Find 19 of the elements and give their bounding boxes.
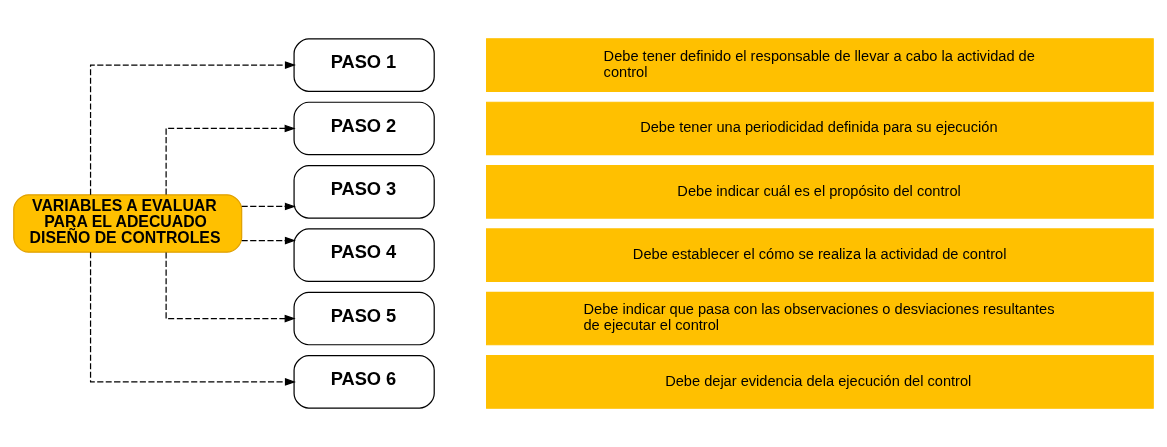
arrow [241, 236, 296, 245]
arrow [89, 61, 296, 196]
node-box: Debe tener una periodicidad definida para su ejecución [486, 101, 1154, 156]
node-box: PASO 2 [293, 101, 435, 156]
node-box: Debe indicar cuál es el propósito del control [486, 165, 1154, 219]
node-box: PASO 4 [293, 228, 435, 282]
node-box: PASO 3 [293, 165, 435, 219]
node-box: Debe dejar evidencia dela ejecución del control [486, 355, 1154, 409]
node-box: PASO 5 [293, 291, 435, 346]
node-box: PASO 1 [293, 38, 435, 92]
node-box: PASO 6 [293, 355, 435, 409]
node-box: Debe tener definido el responsable de llevar a cabo la actividad de control [486, 38, 1154, 92]
arrow [89, 251, 296, 386]
arrow [165, 251, 296, 323]
arrow [241, 202, 296, 211]
node-box: Debe establecer el cómo se realiza la actividad de control [486, 228, 1154, 282]
node-box: Debe indicar que pasa con las observaciones o desviaciones resultantes de ejecutar el control [486, 291, 1154, 346]
node-box: VARIABLES A EVALUAR PARA EL ADECUADO DISEÑO DE CONTROLES [13, 194, 243, 253]
arrow [165, 124, 296, 196]
